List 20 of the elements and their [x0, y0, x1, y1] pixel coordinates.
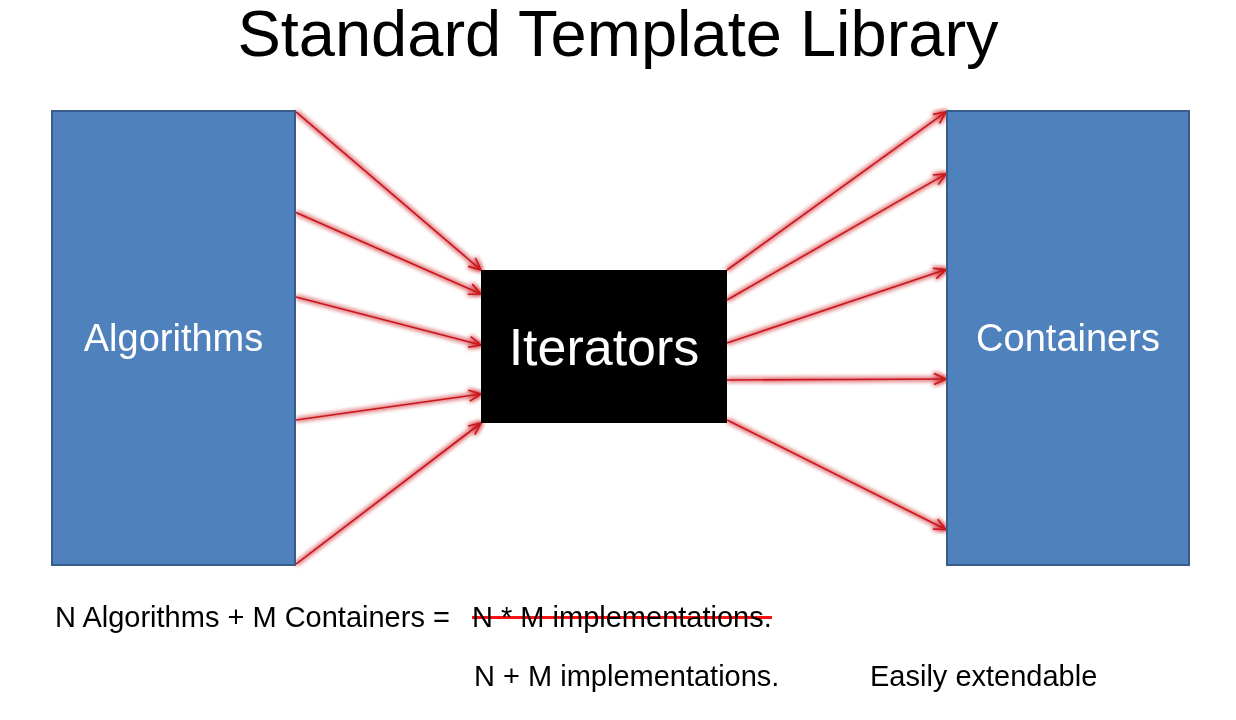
component-block [51, 110, 296, 566]
arrow [295, 211, 482, 295]
arrow [726, 267, 947, 344]
formula-text: N Algorithms + M Containers = [55, 600, 450, 635]
component-block [481, 270, 727, 423]
component-block [946, 110, 1190, 566]
arrow [295, 422, 482, 565]
note-text: Easily extendable [870, 659, 1098, 694]
arrow [295, 111, 482, 271]
arrow [726, 111, 947, 271]
arrow [726, 173, 947, 301]
arrow [295, 389, 482, 421]
node-label: Containers [976, 316, 1160, 360]
arrow [726, 372, 947, 386]
arrow [726, 419, 947, 531]
formula-text: N + M implementations. [474, 659, 780, 694]
title: Standard Template Library [236, 0, 1000, 68]
node-label: Iterators [508, 316, 700, 377]
arrow [295, 296, 482, 349]
node-label: Algorithms [83, 316, 264, 360]
